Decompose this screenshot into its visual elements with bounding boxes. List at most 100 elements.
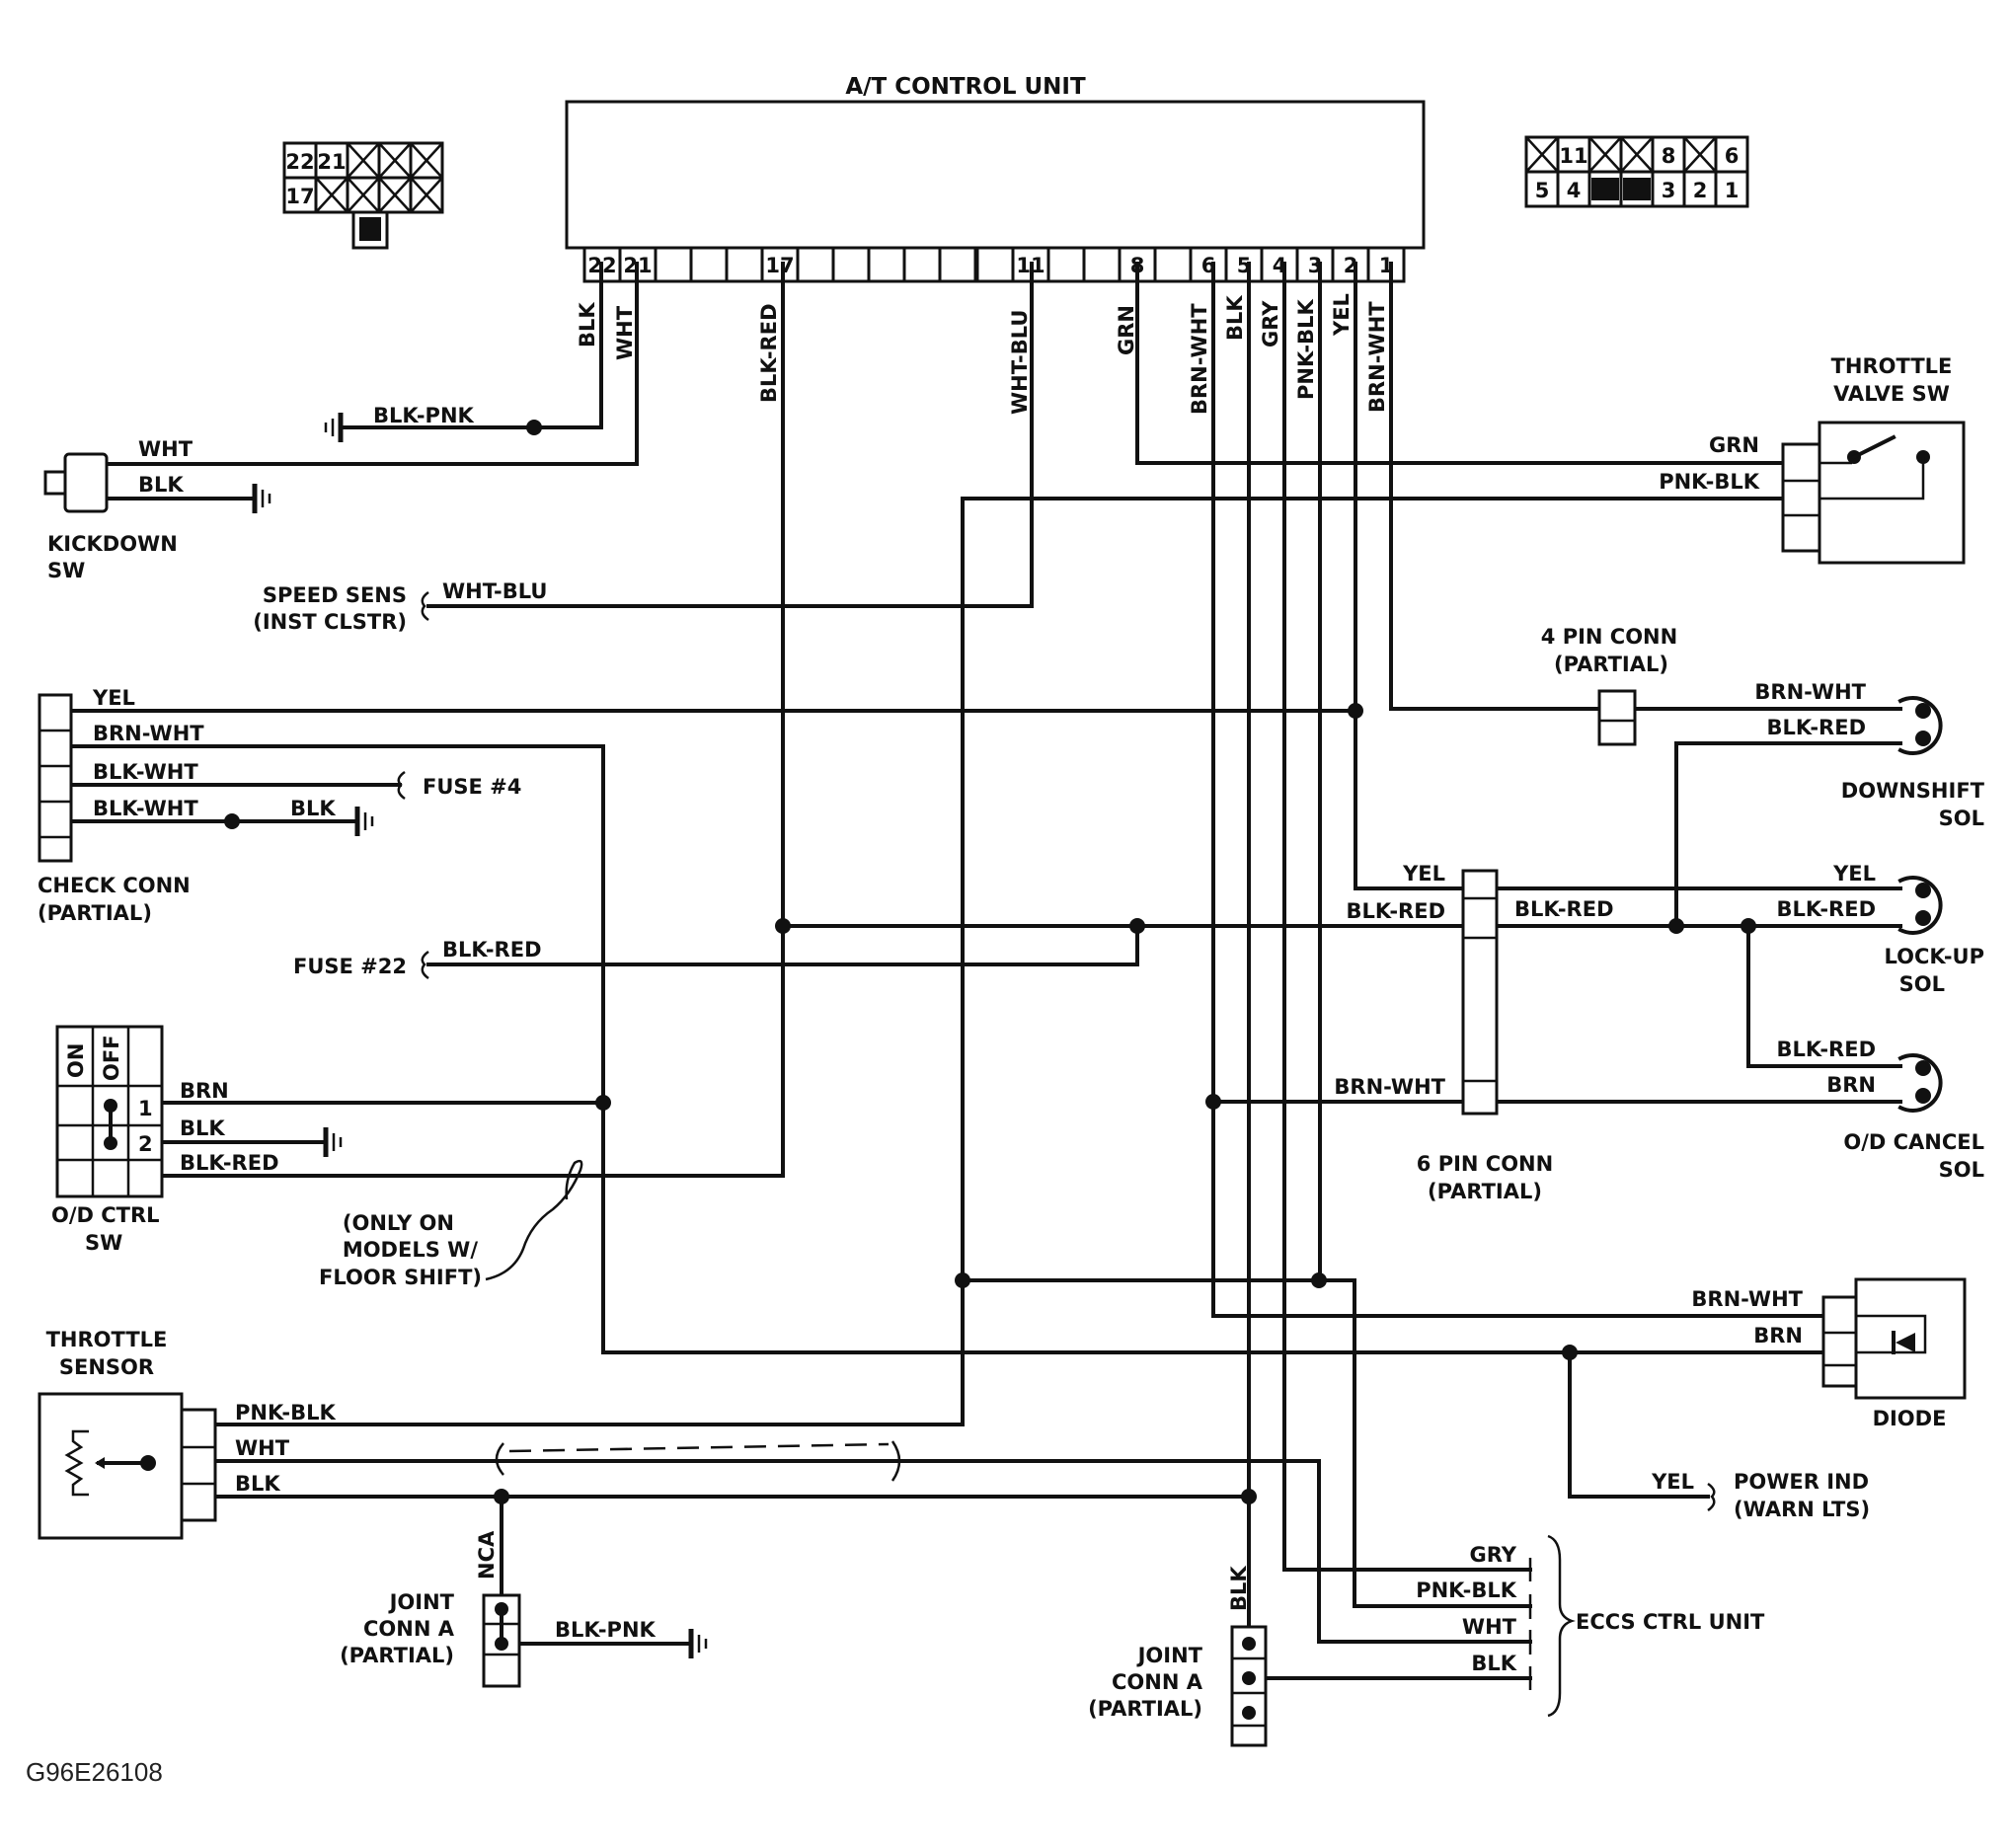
power-ind-label-1: POWER IND [1734,1470,1869,1494]
od-sw-pin-1: 1 [138,1097,153,1120]
jca-left-label-1: JOINT [388,1590,455,1614]
wire-label-cc-blk-wht-2: BLK-WHT [93,797,198,820]
connector-face-label: 22 [285,150,314,174]
wire-label-p21: WHT [613,305,637,360]
connector-face-label: 17 [285,185,314,208]
ecu-pin-left-cell [902,246,942,283]
wire-label-p3: PNK-BLK [1294,298,1318,400]
wire-label-p4: GRY [1259,300,1282,347]
ground-icon [688,1629,708,1658]
kickdown-switch: KICKDOWN SW [43,452,178,582]
throttle-sensor-label-2: SENSOR [59,1355,154,1379]
wire-label-lu-yel: YEL [1832,862,1876,886]
connector-face-label: 21 [317,150,346,174]
wire-label-p22: BLK [576,302,599,347]
pin4-conn-label-2: (PARTIAL) [1554,653,1668,676]
ecu-title: A/T CONTROL UNIT [845,74,1086,100]
ground-icon [252,484,271,513]
od-control-switch: ON OFF 1 2 O/D CTRL SW [51,1025,164,1255]
ecu-pin-label: 17 [765,254,794,277]
wire-label-p5: BLK [1223,295,1247,341]
pin6-conn-label-2: (PARTIAL) [1428,1180,1542,1203]
wire-label-od-blk: BLK [180,1116,225,1140]
speed-sens-label-1: SPEED SENS [263,583,407,607]
connector-face-cell [282,176,318,214]
wire-label-p6-blk-red-l: BLK-RED [1347,899,1446,923]
wire-label-p17: BLK-RED [757,304,781,404]
wire-label-tv-grn: GRN [1709,433,1759,457]
od-cancel-label-1: O/D CANCEL [1843,1130,1984,1154]
wire-label-ts-wht: WHT [235,1436,290,1460]
lockup-label-2: SOL [1899,972,1945,996]
connector-face-label: 4 [1567,179,1582,202]
od-cancel-label-2: SOL [1939,1158,1984,1182]
ecu-pin-right-cell [1046,246,1086,283]
od-sw-off: OFF [100,1035,123,1081]
connector-icon [421,950,429,980]
wire-label-cc-yel: YEL [92,686,135,710]
connector-face-label: 1 [1725,179,1740,202]
wire-label-pi-yel: YEL [1651,1470,1694,1494]
ground-icon [324,413,344,442]
throttle-valve-switch [1781,421,1966,565]
wire-label-odc-brn: BRN [1826,1073,1876,1097]
check-connector: CHECK CONN (PARTIAL) [38,693,191,925]
downshift-solenoid [1897,696,1943,755]
wire-label-ds-blk-red: BLK-RED [1767,716,1867,739]
fuse22-label: FUSE #22 [293,955,407,978]
check-conn-label-2: (PARTIAL) [38,901,152,925]
wire-label-jcm-blk: BLK [1227,1566,1251,1611]
wire-label-od-blk-red: BLK-RED [180,1151,279,1175]
wire-label-p2: YEL [1330,293,1354,337]
od-cancel-solenoid [1897,1053,1943,1113]
speed-sens-label-2: (INST CLSTR) [253,610,407,634]
wires [49,262,1902,1720]
connector-face-label: 8 [1662,144,1676,168]
od-sw-pin-2: 2 [138,1132,153,1156]
eccs-terminals [1528,1534,1576,1718]
connector-icon [397,770,406,801]
ecu-pin-right-cell [1260,246,1299,283]
lockup-solenoid [1897,876,1943,935]
ecu-wire-labels: BLK WHT BLK-RED WHT-BLU GRN BRN-WHT BLK … [576,293,1389,415]
joint-connector-left [482,1593,521,1688]
ecu-pin-left-cell [725,246,764,283]
wire-label-d-brn-wht: BRN-WHT [1691,1287,1803,1311]
ecu-pin-left-cell [796,246,835,283]
wire-label-kd-wht: WHT [138,437,193,461]
pin6-connector [1461,869,1499,1116]
od-ctrl-label-2: SW [85,1231,122,1255]
wire-label-tv-pnk-blk: PNK-BLK [1659,470,1760,494]
pin4-connector [1597,689,1637,746]
throttle-sensor-label-1: THROTTLE [46,1328,168,1351]
kickdown-label-2: SW [47,559,85,582]
kickdown-label-1: KICKDOWN [47,532,178,556]
wire-label-p1: BRN-WHT [1365,301,1389,413]
connector-icon [1707,1482,1716,1512]
power-ind-label-2: (WARN LTS) [1734,1498,1870,1521]
tv-sw-label-2: VALVE SW [1833,382,1950,406]
wire-label-d-brn: BRN [1753,1324,1803,1348]
wire-label-fuse22: BLK-RED [442,938,542,962]
wire-label-e-blk: BLK [1471,1652,1516,1675]
connector-face-label: 11 [1559,144,1587,168]
wire-label-p6-brn-wht: BRN-WHT [1334,1075,1445,1099]
wire-label-p6-yel: YEL [1402,862,1445,886]
wire-label-e-pnk-blk: PNK-BLK [1416,1578,1517,1602]
wire-label-od-brn: BRN [180,1079,229,1103]
connector-face-label: 6 [1725,144,1740,168]
wire-label-cc-brn-wht: BRN-WHT [93,722,204,745]
wire-label-ts-pnk-blk: PNK-BLK [235,1401,337,1424]
jca-left-label-3: (PARTIAL) [340,1644,454,1667]
ecu-pin-left-cell [867,246,906,283]
wire-label-blk-pnk: BLK-PNK [373,404,475,427]
diode-label: DIODE [1873,1407,1947,1430]
connector-face-cell [1524,170,1560,208]
pin4-conn-label-1: 4 PIN CONN [1541,625,1677,649]
wire-label-ds-brn-wht: BRN-WHT [1754,680,1866,704]
